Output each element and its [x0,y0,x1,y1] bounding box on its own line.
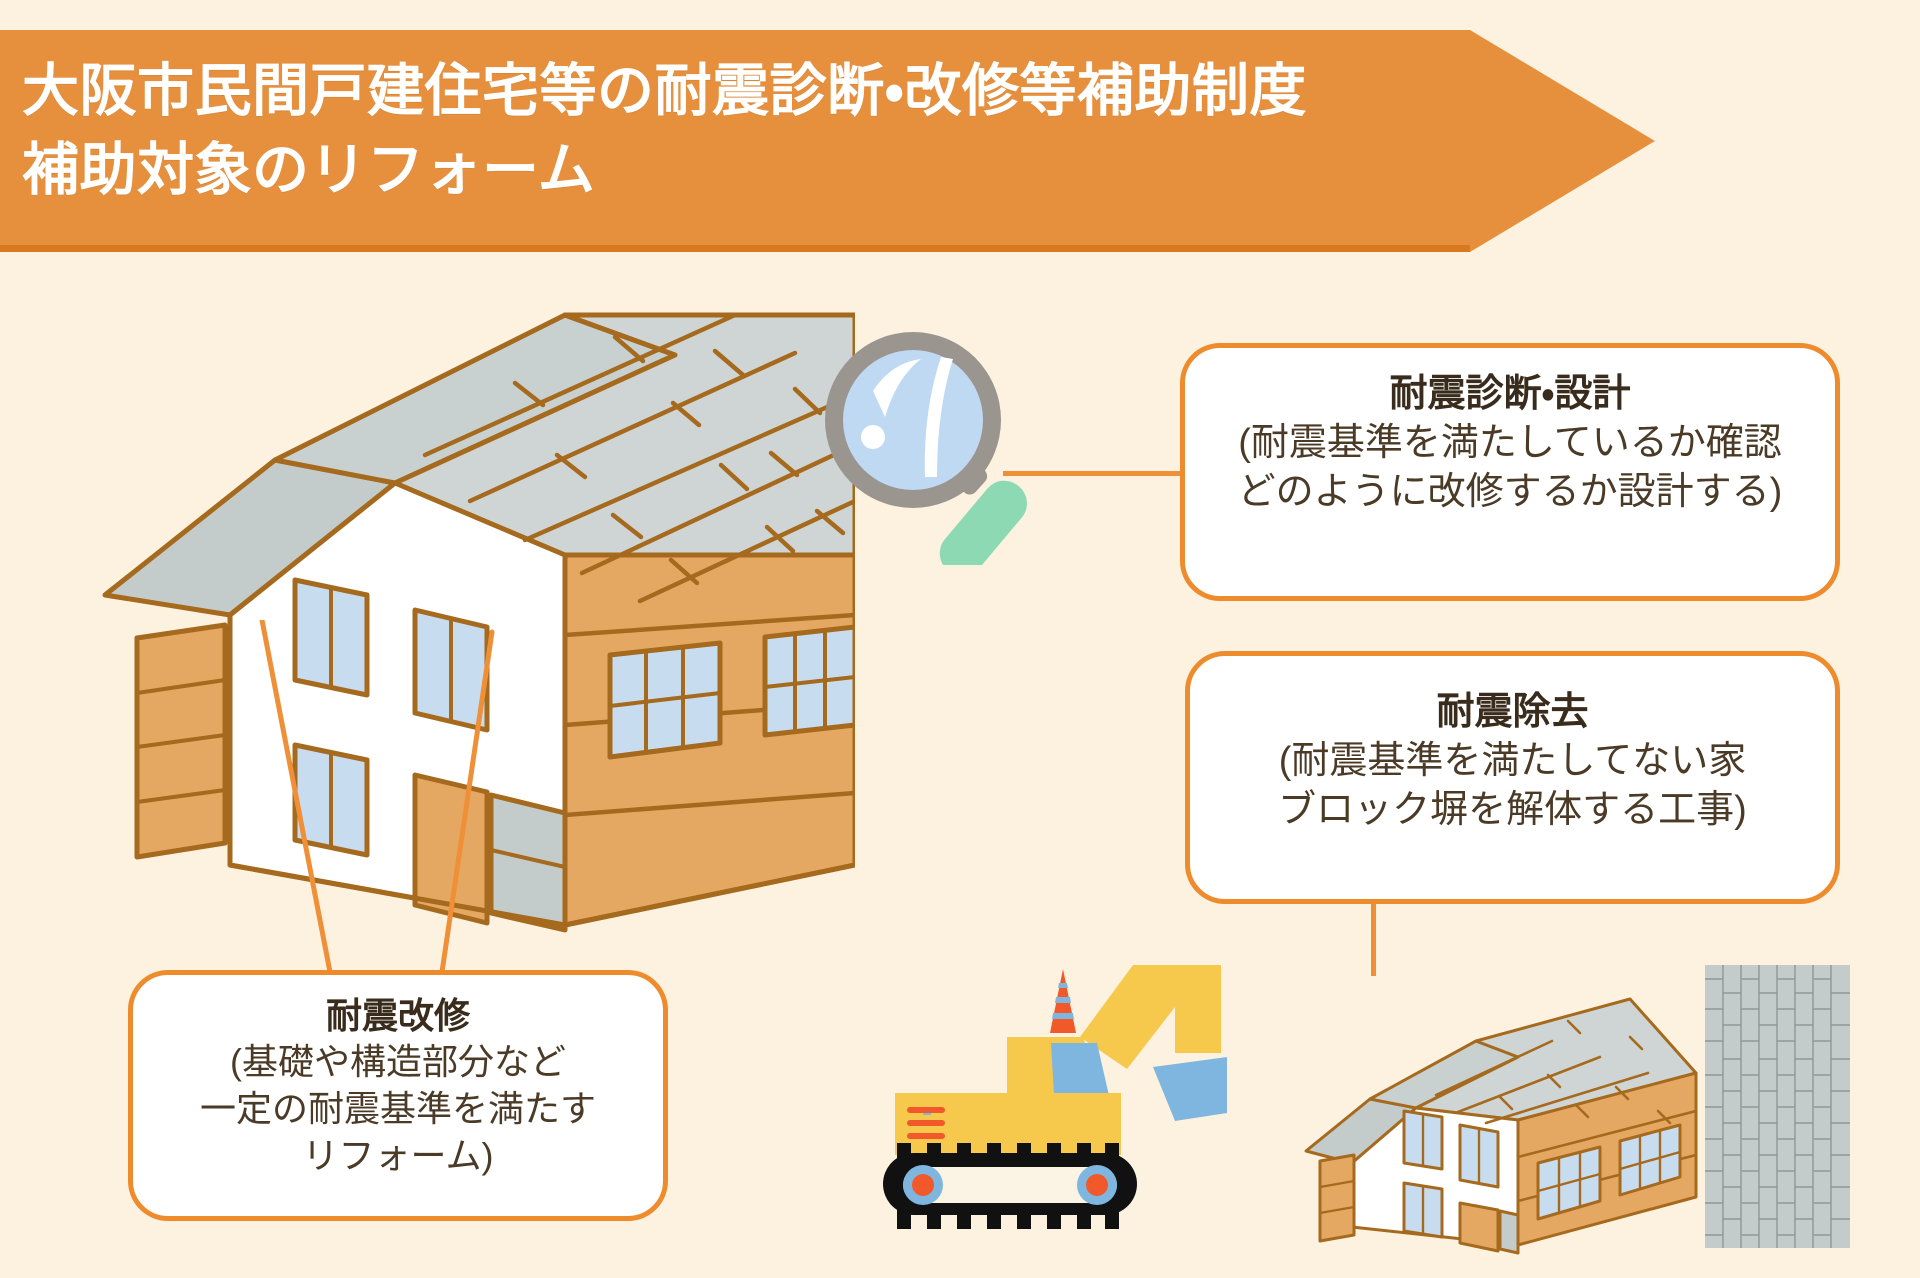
callout-removal-title: 耐震除去 [1436,691,1589,733]
house-large-illustration [102,312,855,933]
callout-retrofit-line-1: (基礎や構造部分など [230,1041,566,1083]
callout-removal-line-1: (耐震基準を満たしてない家 [1278,739,1747,782]
callout-retrofit-title: 耐震改修 [325,995,470,1036]
house-small-illustration [1304,997,1698,1255]
callout-diagnosis-line-2: どのように改修するか設計する) [1237,471,1783,514]
callout-retrofit-line-2: 一定の耐震基準を満たす [199,1087,596,1129]
block-wall-illustration [1705,965,1850,1248]
callout-retrofit-line-3: リフォーム) [302,1134,494,1176]
callout-removal-line-2: ブロック塀を解体する工事) [1278,789,1747,832]
page-title-line-2: 補助対象のリフォーム [22,137,596,202]
callout-diagnosis-line-1: (耐震基準を満たしているか確認 [1238,421,1782,464]
header-banner: 大阪市民間戸建住宅等の耐震診断・改修等補助制度 補助対象のリフォーム [0,30,1655,252]
excavator-illustration [883,965,1227,1229]
banner-arrow-shape [0,30,1655,252]
connector-removal-to-house [1371,904,1376,976]
callout-retrofit[interactable]: 耐震改修 (基礎や構造部分など 一定の耐震基準を満たす リフォーム) [128,970,668,1221]
callout-diagnosis-title: 耐震診断・設計 [1389,373,1631,415]
callout-removal[interactable]: 耐震除去 (耐震基準を満たしてない家 ブロック塀を解体する工事) [1185,651,1840,904]
callout-diagnosis[interactable]: 耐震診断・設計 (耐震基準を満たしているか確認 どのように改修するか設計する) [1180,343,1840,601]
page-title: 大阪市民間戸建住宅等の耐震診断・改修等補助制度 補助対象のリフォーム [22,52,1422,209]
connector-magnifier-to-diagnosis [1003,471,1183,476]
page-title-line-1: 大阪市民間戸建住宅等の耐震診断・改修等補助制度 [22,59,1307,123]
connector-house-to-retrofit [259,620,495,975]
magnifier-icon [825,332,1027,565]
banner-bottom-edge [0,245,1470,252]
